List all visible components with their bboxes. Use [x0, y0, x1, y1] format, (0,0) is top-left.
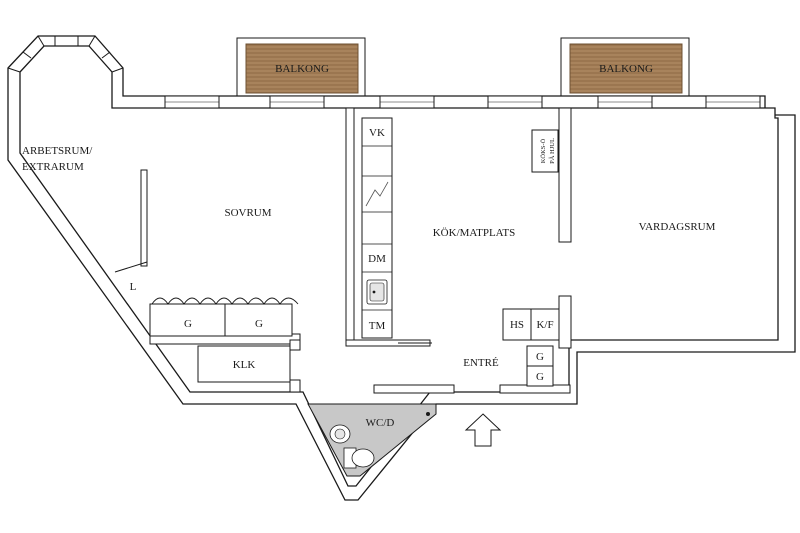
room-label-vardagsrum: VARDAGSRUM	[639, 221, 716, 233]
balcony-left-label: BALKONG	[275, 63, 329, 75]
klk-closet	[197, 345, 291, 383]
entry-cabinets	[502, 308, 560, 387]
room-label-entre: ENTRÉ	[463, 357, 499, 369]
room-label-sovrum: SOVRUM	[224, 207, 271, 219]
fixture-label-g3: G	[536, 351, 544, 363]
room-label-wc: WC/D	[366, 417, 395, 429]
room-label-klk: KLK	[233, 359, 256, 371]
kitchen-island	[531, 129, 559, 173]
toilet-icon	[351, 448, 375, 468]
fixture-label-pa-hjul: PÅ HJUL	[548, 138, 556, 164]
balcony-right-label: BALKONG	[599, 63, 653, 75]
wc-room	[307, 403, 437, 477]
room-label-arbetsrum: ARBETSRUM/	[22, 145, 93, 157]
balcony-left: BALKONG	[236, 37, 366, 97]
kitchen-counter	[361, 117, 393, 339]
wardrobes	[149, 297, 299, 337]
fixture-label-g2: G	[255, 318, 263, 330]
fixture-label-koks-o: KÖKS-Ö	[540, 138, 547, 163]
room-label-extrarum: EXTRARUM	[22, 161, 84, 173]
fixture-label-tm: TM	[369, 320, 386, 332]
fixture-label-g1: G	[184, 318, 192, 330]
room-label-kok: KÖK/MATPLATS	[433, 227, 516, 239]
fixture-label-hs: HS	[510, 319, 524, 331]
fixture-label-dm: DM	[368, 253, 386, 265]
fixture-label-vk: VK	[369, 127, 385, 139]
fixture-label-g4: G	[536, 371, 544, 383]
bay-window	[7, 35, 124, 73]
fixture-label-kf: K/F	[536, 319, 553, 331]
top-windows	[164, 95, 761, 109]
entrance-arrow-icon	[464, 413, 502, 447]
fixture-label-l: L	[130, 281, 137, 293]
balcony-right: BALKONG	[560, 37, 690, 97]
stove-icon	[365, 181, 389, 207]
interior-walls	[114, 107, 572, 394]
